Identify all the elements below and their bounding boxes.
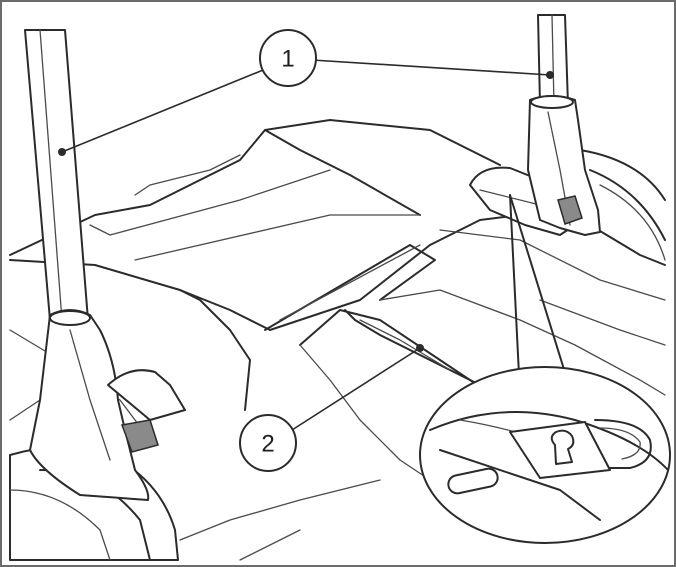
callout-1: 1 — [58, 29, 554, 156]
u-hook — [594, 419, 652, 469]
right-handle-bar — [527, 14, 601, 236]
callout-1-leader-left — [61, 67, 269, 153]
right-locking-clip — [557, 195, 583, 225]
callout-2-circle — [239, 414, 297, 472]
keyhole-plate — [509, 421, 611, 479]
oval-slot — [447, 467, 499, 495]
callout-1-label: 1 — [281, 46, 294, 73]
left-handle-bar — [24, 29, 186, 501]
callout-2-label: 2 — [261, 431, 274, 458]
callout-1-dot-right — [546, 71, 554, 79]
callout-1-circle — [259, 29, 317, 87]
keyhole-slot — [550, 429, 575, 465]
callout-2: 2 — [239, 344, 424, 472]
callout-1-leader-right — [311, 59, 551, 76]
detail-magnifier — [419, 366, 671, 544]
left-locking-clip — [120, 419, 159, 453]
callout-2-leader — [291, 347, 421, 431]
callout-2-dot — [416, 344, 424, 352]
callout-1-dot-left — [58, 148, 66, 156]
